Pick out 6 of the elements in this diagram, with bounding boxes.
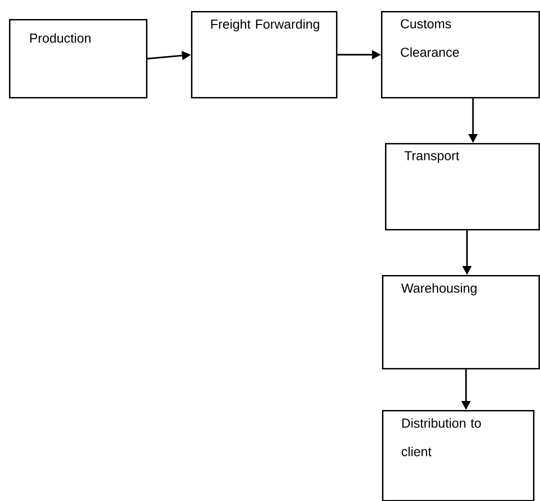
process-box: Freight Forwarding	[191, 11, 338, 98]
process-box: Warehousing	[382, 275, 540, 370]
process-box: Distribution to client	[382, 410, 534, 501]
process-box: Customs Clearance	[381, 11, 540, 98]
process-box: Transport	[385, 143, 540, 230]
process-box: Production	[9, 19, 148, 98]
